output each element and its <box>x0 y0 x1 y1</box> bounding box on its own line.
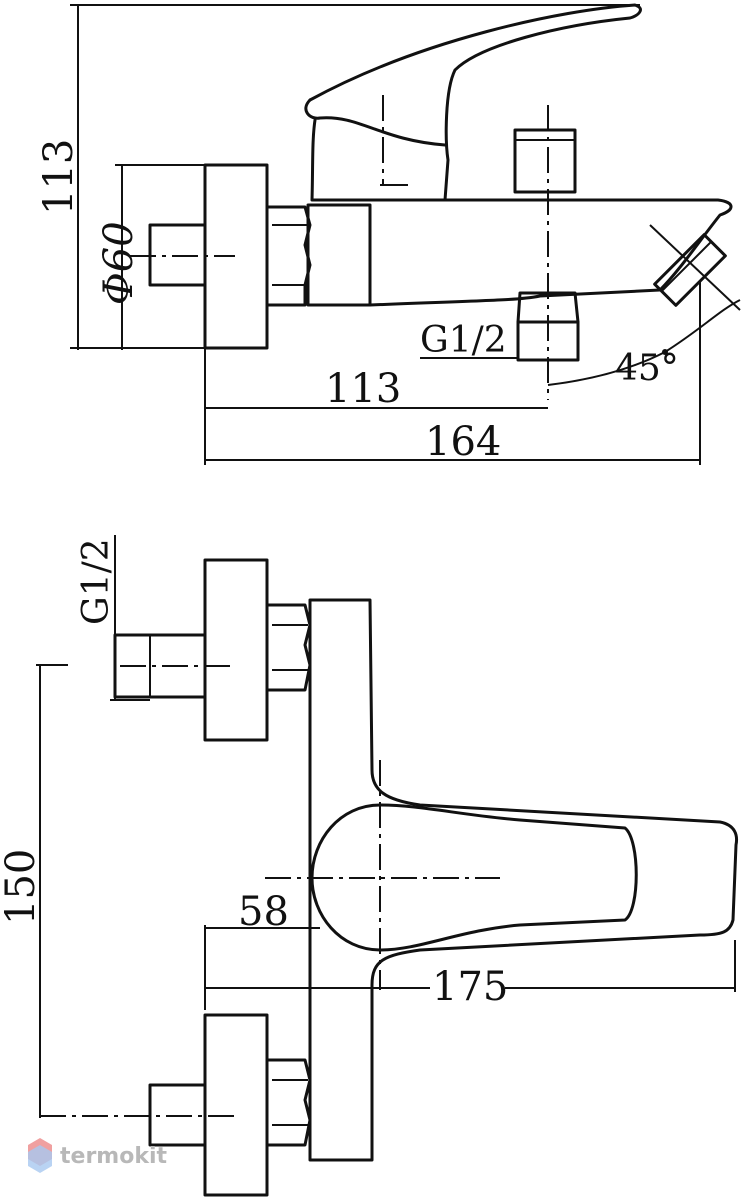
dim-thread-top: G1/2 <box>420 320 507 361</box>
top-view: 113 Φ60 G1/2 45° 113 164 <box>36 3 741 465</box>
lever-handle <box>308 3 642 202</box>
watermark-text: termokit <box>60 1144 167 1169</box>
diverter-knob <box>513 128 577 194</box>
mixer-body-side <box>308 598 739 1162</box>
dim-diameter-60: Φ60 <box>96 221 142 305</box>
watermark: termokit <box>28 1138 167 1173</box>
dim-thread-side: G1/2 <box>76 538 117 625</box>
dim-lever-length-175: 175 <box>432 964 508 1010</box>
dim-height-113: 113 <box>36 139 82 215</box>
dim-angle-45: 45° <box>615 348 679 389</box>
spout <box>368 198 733 307</box>
hex-nut <box>265 205 312 307</box>
aerator <box>653 233 727 307</box>
lower-flange <box>203 1013 269 1197</box>
termokit-logo-icon <box>28 1138 52 1173</box>
dim-lever-axis-58: 58 <box>238 889 289 935</box>
lower-nut <box>265 1058 312 1147</box>
dim-total-depth-164: 164 <box>425 419 501 465</box>
upper-flange <box>203 558 269 742</box>
upper-nut <box>265 603 312 692</box>
mixer-body <box>306 203 372 307</box>
side-view: G1/2 150 58 175 <box>0 535 739 1197</box>
lever-knob <box>310 803 638 952</box>
dim-centers-150: 150 <box>0 849 44 925</box>
dim-spout-axis-113: 113 <box>325 366 401 412</box>
